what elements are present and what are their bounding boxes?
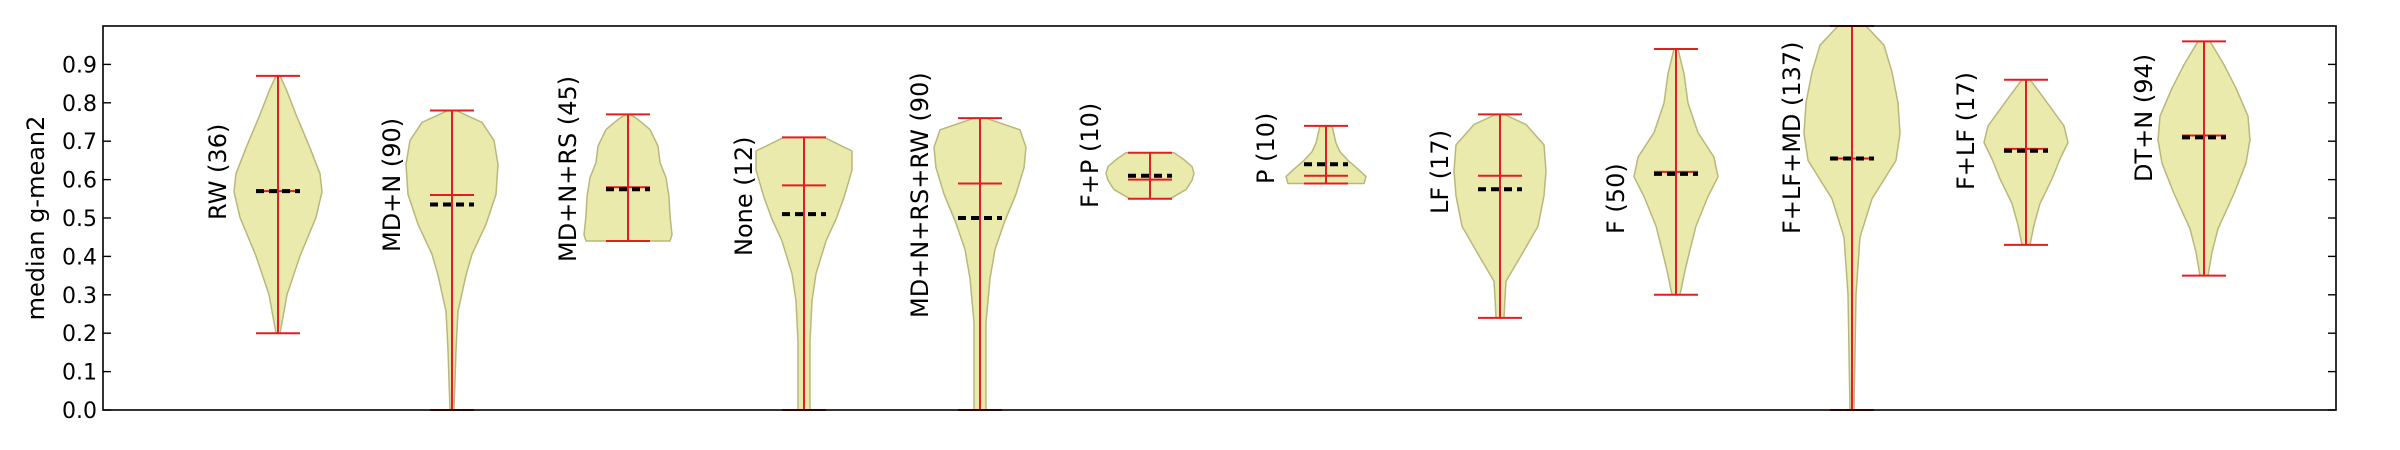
violin-group — [933, 117, 1027, 411]
y-tick-label: 0.5 — [62, 207, 97, 232]
violin-group — [1983, 78, 2069, 246]
y-tick-label: 0.3 — [62, 284, 97, 309]
violin-group — [2157, 40, 2251, 277]
plot-frame — [102, 25, 2337, 411]
violin-group — [233, 74, 323, 335]
group-label: LF (17) — [1426, 130, 1454, 214]
group-label: MD+N (90) — [378, 118, 406, 252]
y-axis-ticks: 0.0 0.1 0.2 0.3 0.4 0.5 0.6 0.7 0.8 0.9 — [62, 53, 2336, 424]
violin-group — [1633, 48, 1719, 296]
group-label: None (12) — [730, 136, 758, 256]
y-tick-label: 0.2 — [62, 322, 97, 347]
y-tick-label: 0.0 — [62, 399, 97, 424]
violin-group — [583, 113, 673, 243]
violin-series — [233, 25, 2251, 411]
violin-group — [1803, 25, 1901, 411]
violin-group — [755, 136, 853, 411]
group-label: P (10) — [1252, 113, 1280, 184]
violin-group — [405, 109, 499, 411]
y-tick-label: 0.4 — [62, 245, 97, 270]
violin-group — [1105, 151, 1195, 200]
violin-group — [1453, 113, 1547, 319]
group-label: RW (36) — [204, 124, 232, 220]
violin-group — [1285, 124, 1367, 185]
group-labels: RW (36) MD+N (90) MD+N+RS (45) None (12) MD+… — [204, 41, 2158, 318]
y-axis-title: median g-mean2 — [22, 116, 50, 321]
group-label: F+P (10) — [1076, 103, 1104, 208]
y-tick-label: 0.8 — [62, 92, 97, 117]
y-tick-label: 0.6 — [62, 169, 97, 194]
y-tick-label: 0.7 — [62, 130, 97, 155]
group-label: MD+N+RS (45) — [554, 76, 582, 262]
group-label: F+LF+MD (137) — [1778, 41, 1806, 234]
y-tick-label: 0.1 — [62, 361, 97, 386]
y-tick-label: 0.9 — [62, 53, 97, 78]
group-label: MD+N+RS+RW (90) — [906, 72, 934, 318]
group-label: F+LF (17) — [1952, 72, 1980, 190]
group-label: F (50) — [1602, 163, 1630, 234]
group-label: DT+N (94) — [2130, 54, 2158, 182]
